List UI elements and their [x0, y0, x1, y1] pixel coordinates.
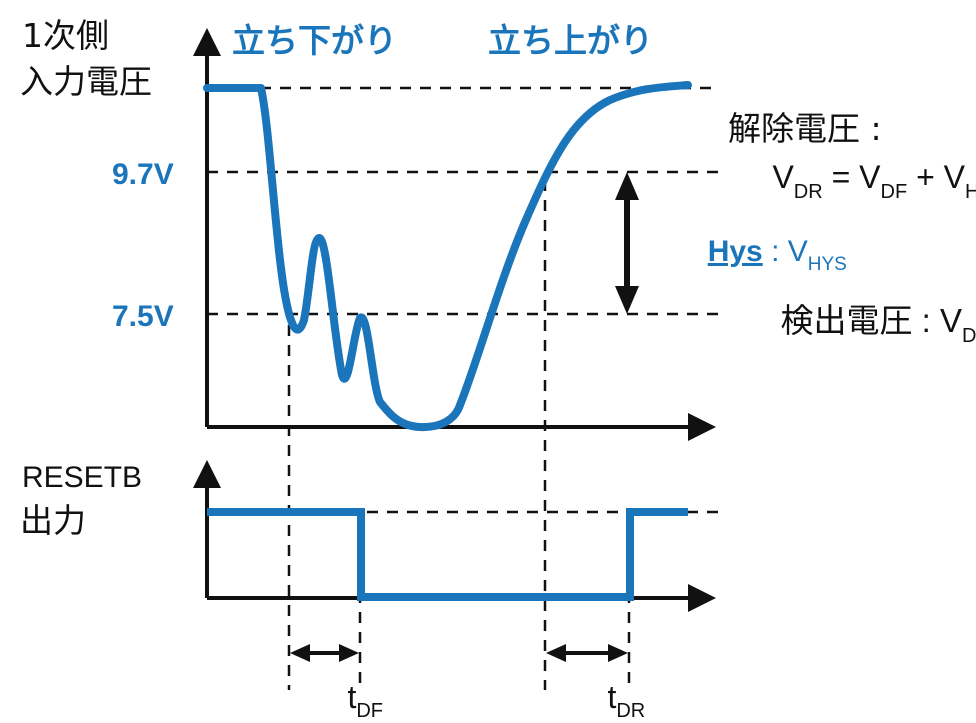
lower-axes: [193, 460, 716, 612]
resetb-output-waveform: [207, 508, 688, 601]
rising-edge-label: 立ち上がり: [488, 21, 653, 60]
tdf-arrow: [290, 644, 359, 662]
upper-x-arrowhead: [688, 413, 716, 441]
upper-axes: [193, 28, 716, 441]
input-voltage-waveform: [203, 81, 692, 432]
resetb-label-line1: RESETB: [22, 461, 142, 494]
v-low-tick-label: 7.5V: [112, 300, 174, 333]
resetb-label-line2: 出力: [20, 501, 86, 540]
lower-x-arrowhead: [688, 584, 716, 612]
falling-edge-label: 立ち下がり: [232, 21, 397, 60]
hysteresis-arrow: [615, 172, 639, 314]
tdf-label: tDF: [303, 679, 410, 723]
primary-voltage-label-line1: 1次側: [22, 16, 109, 55]
release-voltage-formula: VDR = VDF + VHYS: [728, 159, 976, 205]
v-high-tick-label: 9.7V: [112, 158, 174, 191]
release-voltage-title: 解除電圧 :: [728, 109, 882, 148]
primary-voltage-label-line2: 入力電圧: [20, 62, 152, 101]
lower-y-arrowhead: [193, 460, 221, 488]
detect-voltage-label: 検出電圧 : VDF: [728, 301, 976, 350]
upper-y-arrowhead: [193, 28, 221, 56]
tdr-arrow: [546, 644, 628, 662]
hysteresis-label: Hys : VHYS: [666, 235, 872, 277]
tdr-label: tDR: [563, 679, 672, 723]
